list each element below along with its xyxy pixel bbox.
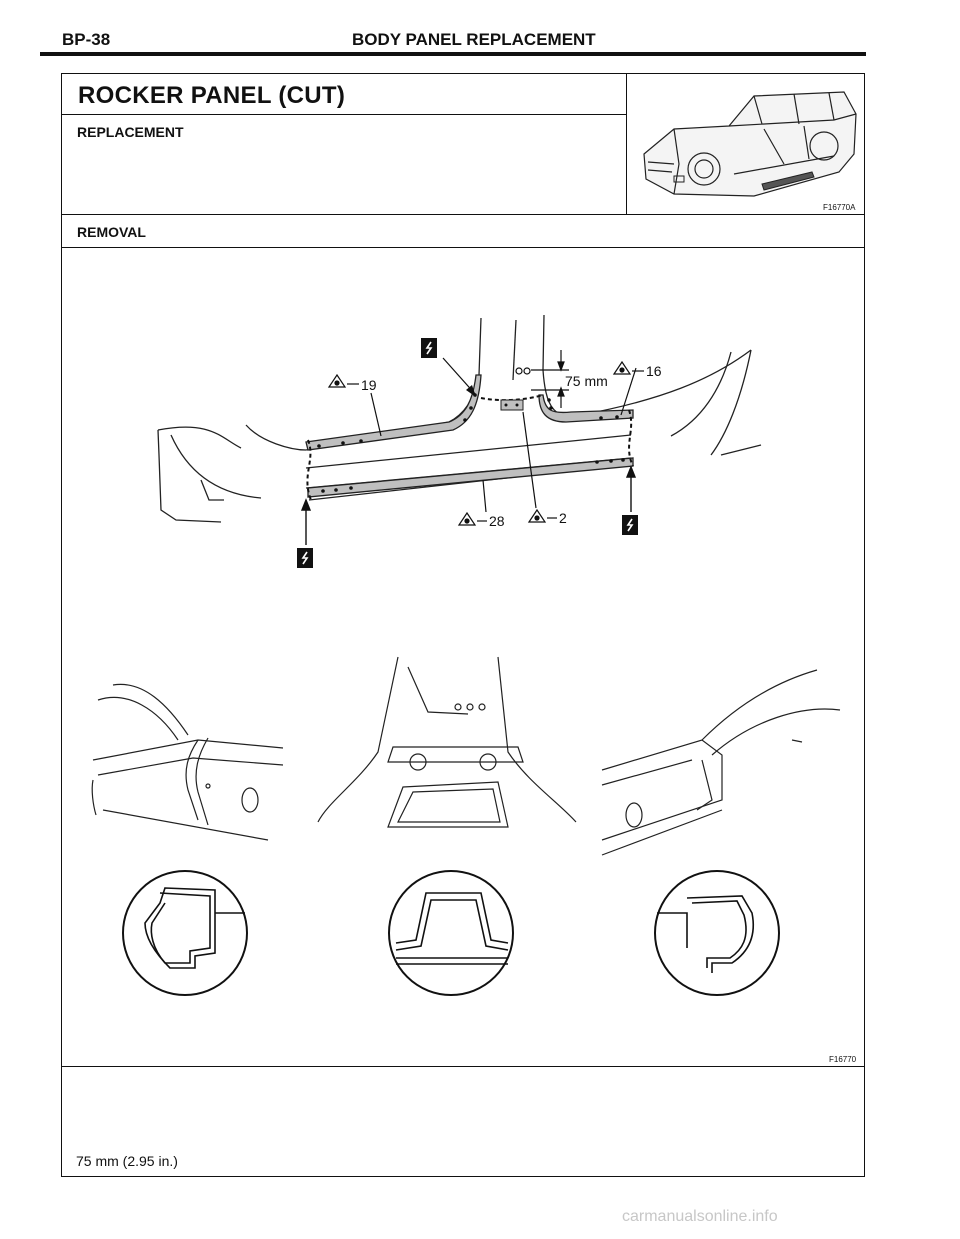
callout-spot-28: 28 [489,513,505,529]
removal-divider [61,247,865,248]
section-divider [61,214,865,215]
rocker-panel-main-illustration: 19 16 28 2 75 mm [157,314,762,568]
callout-dimension: 75 mm [565,373,608,389]
overview-divider [626,73,627,214]
page-code: BP-38 [62,30,111,49]
overview-figure-code: F16770A [823,203,856,212]
section-subtitle: REPLACEMENT [77,124,184,140]
dimension-note: 75 mm (2.95 in.) [76,1153,178,1169]
page-header-title: BODY PANEL REPLACEMENT [352,30,596,49]
removal-label: REMOVAL [77,224,146,240]
vehicle-overview-illustration [643,91,857,197]
section-view-rear [122,870,248,996]
title-divider [61,114,626,115]
main-figure-code: F16770 [829,1055,857,1064]
watermark: carmanualsonline.info [622,1208,778,1225]
section-title: ROCKER PANEL (CUT) [78,82,346,109]
figure-divider [61,1066,865,1067]
callout-spot-2: 2 [559,510,567,526]
callout-spot-19: 19 [361,377,377,393]
header-rule [40,52,866,56]
section-view-front [654,870,780,996]
detail-view-center-pillar [317,656,577,828]
section-view-center [388,870,514,996]
content-frame [61,73,865,1177]
detail-view-rear [91,683,284,841]
callout-spot-16: 16 [646,363,662,379]
detail-view-front [601,669,841,856]
